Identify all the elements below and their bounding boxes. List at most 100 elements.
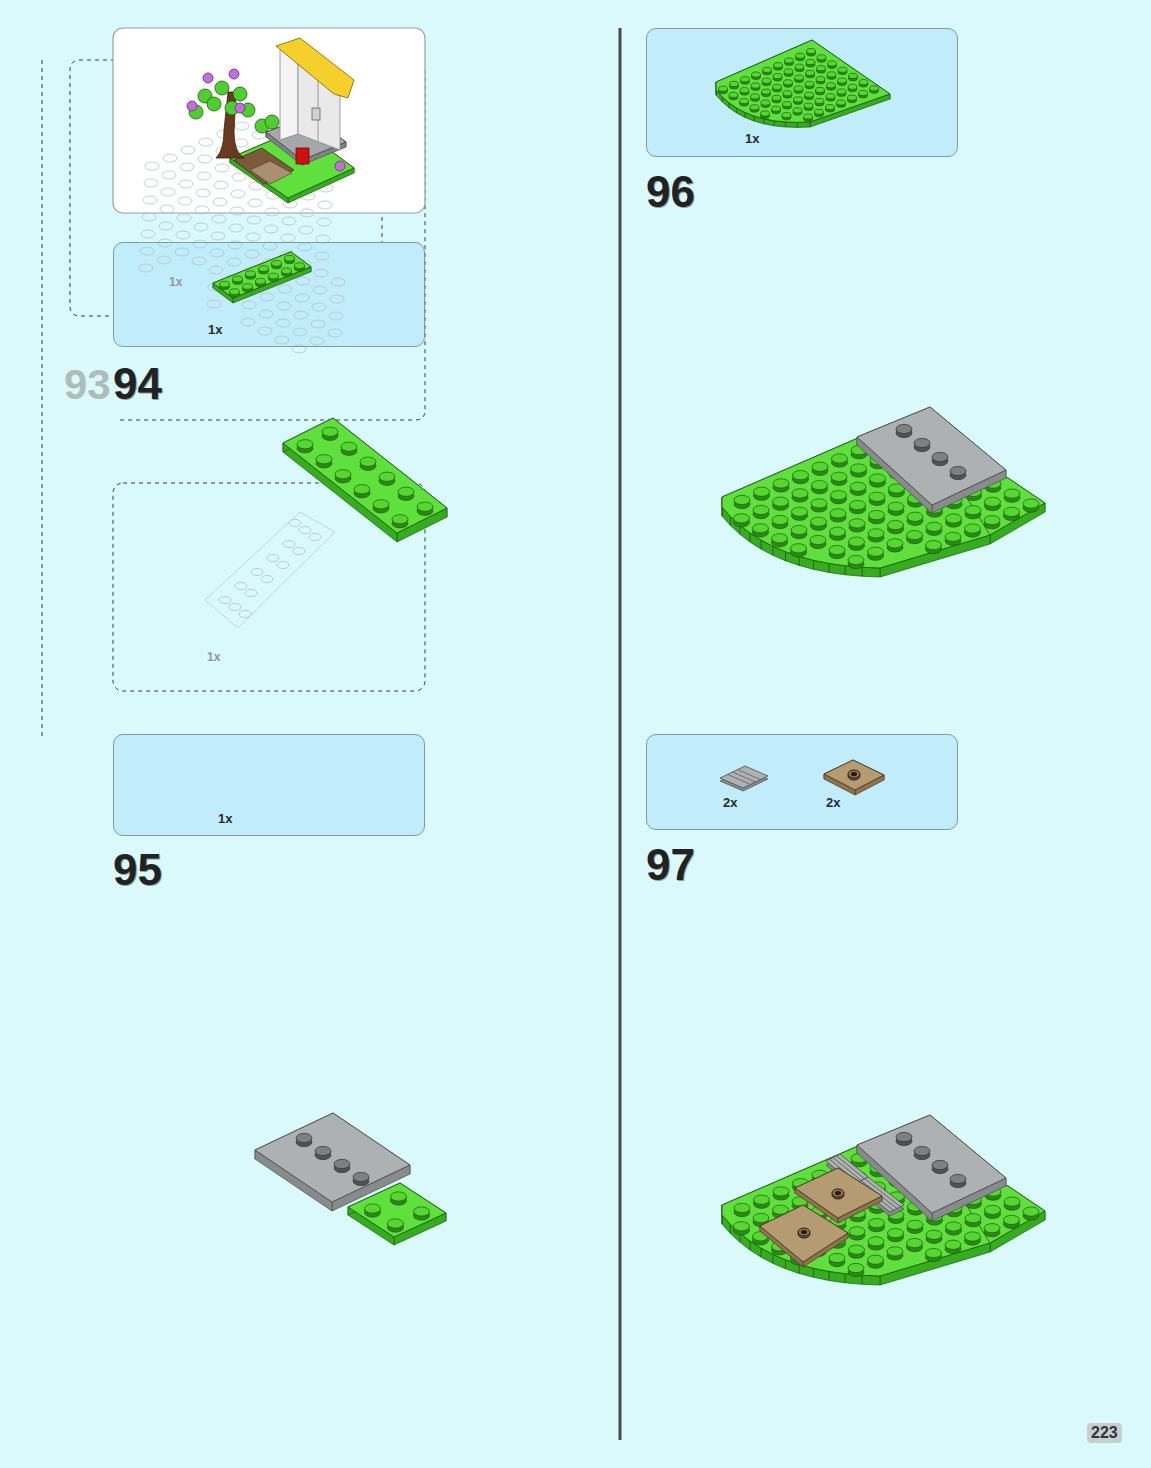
stud xyxy=(783,101,792,108)
stud xyxy=(965,1232,981,1245)
stud-part xyxy=(849,1227,865,1236)
stud xyxy=(888,520,904,533)
ghost-studs-part xyxy=(207,300,221,308)
ghost-studs-part xyxy=(293,328,307,336)
stud-part xyxy=(772,95,781,100)
stud xyxy=(868,1255,884,1268)
stud xyxy=(365,1204,381,1217)
column-divider xyxy=(619,28,622,1440)
stud xyxy=(965,506,981,519)
stud xyxy=(773,73,782,80)
stud xyxy=(851,464,867,477)
stud xyxy=(220,281,230,289)
stud xyxy=(282,268,292,276)
part-icon xyxy=(213,252,311,303)
step-95-model xyxy=(255,1113,446,1245)
stud xyxy=(772,106,781,113)
stud-part xyxy=(806,59,815,64)
stud-part xyxy=(792,489,808,498)
stud xyxy=(950,1174,966,1187)
stud-part xyxy=(965,524,981,533)
ghost-studs-part xyxy=(310,337,324,345)
stud-part xyxy=(837,100,846,105)
stud-part xyxy=(794,86,803,91)
stud-part xyxy=(950,1174,966,1183)
stud xyxy=(762,89,771,96)
stud xyxy=(1004,1215,1020,1228)
stud xyxy=(373,500,389,513)
stud-part xyxy=(256,278,266,284)
stud-part xyxy=(773,479,789,488)
ghost-studs-part xyxy=(214,181,228,189)
stud xyxy=(791,525,807,538)
ghost-studs-part xyxy=(158,239,172,247)
parts-callout: 2x2x xyxy=(646,734,958,830)
stud xyxy=(772,95,781,102)
submodel-scene xyxy=(187,38,354,203)
stud xyxy=(752,72,761,79)
stud-part xyxy=(285,255,295,261)
stud xyxy=(795,75,804,82)
stud xyxy=(945,1240,961,1253)
stud xyxy=(256,278,266,286)
stud-part xyxy=(806,70,815,75)
stud-part xyxy=(907,530,923,539)
stud xyxy=(315,1146,331,1159)
stud-part xyxy=(816,87,825,92)
stud-part xyxy=(335,470,351,479)
gray-plate xyxy=(255,1113,410,1211)
stud-part xyxy=(888,520,904,529)
stud-part xyxy=(804,103,813,108)
stud-part xyxy=(848,555,864,564)
stud-part xyxy=(868,547,884,556)
stud-part xyxy=(360,457,376,466)
stud-part xyxy=(1004,507,1020,516)
ghost-studs-part xyxy=(299,226,313,234)
stud-part xyxy=(379,472,395,481)
stud xyxy=(805,92,814,99)
stud-part xyxy=(810,535,826,544)
stud xyxy=(888,1228,904,1241)
stud xyxy=(761,100,770,107)
ghost-studs-part xyxy=(227,258,241,266)
ghost-studs-part xyxy=(283,540,295,547)
stud xyxy=(850,482,866,495)
stud xyxy=(926,540,942,553)
ghost-studs-part xyxy=(209,266,223,274)
tan-jumper-part xyxy=(801,1230,807,1234)
stud-part xyxy=(388,1219,404,1228)
step-number: 95 xyxy=(113,846,162,894)
stud xyxy=(838,78,847,85)
stud xyxy=(379,472,395,485)
stud xyxy=(829,1253,845,1266)
stud-part xyxy=(817,66,826,71)
ghost-outline xyxy=(42,60,43,737)
stud-part xyxy=(828,61,837,66)
stud-part xyxy=(946,514,962,523)
ghost-studs-part xyxy=(330,295,344,303)
parts-callout: 1x xyxy=(113,242,425,347)
stud-part xyxy=(907,1238,923,1247)
ghost-studs-part xyxy=(239,610,251,617)
submodel-scene-part xyxy=(235,103,245,113)
stud-part xyxy=(914,438,930,447)
stud-part xyxy=(1023,499,1039,508)
stud-part xyxy=(734,514,750,523)
stud-part xyxy=(868,1237,884,1246)
stud-part xyxy=(740,88,749,93)
ghost-studs-part xyxy=(177,214,191,222)
stud xyxy=(804,103,813,110)
stud xyxy=(772,534,788,547)
ghost-studs-part xyxy=(199,138,213,146)
part-count: 2x xyxy=(826,796,840,810)
tan-jumper-part xyxy=(798,1228,810,1236)
stud xyxy=(1023,1207,1039,1220)
stud xyxy=(817,66,826,73)
stud-part xyxy=(812,480,828,489)
stud xyxy=(985,1205,1001,1218)
green-plate-part xyxy=(283,418,447,533)
step-number: 97 xyxy=(646,841,695,889)
stud xyxy=(791,544,807,557)
ghost-studs-part xyxy=(144,179,158,187)
stud-part xyxy=(754,1195,770,1204)
